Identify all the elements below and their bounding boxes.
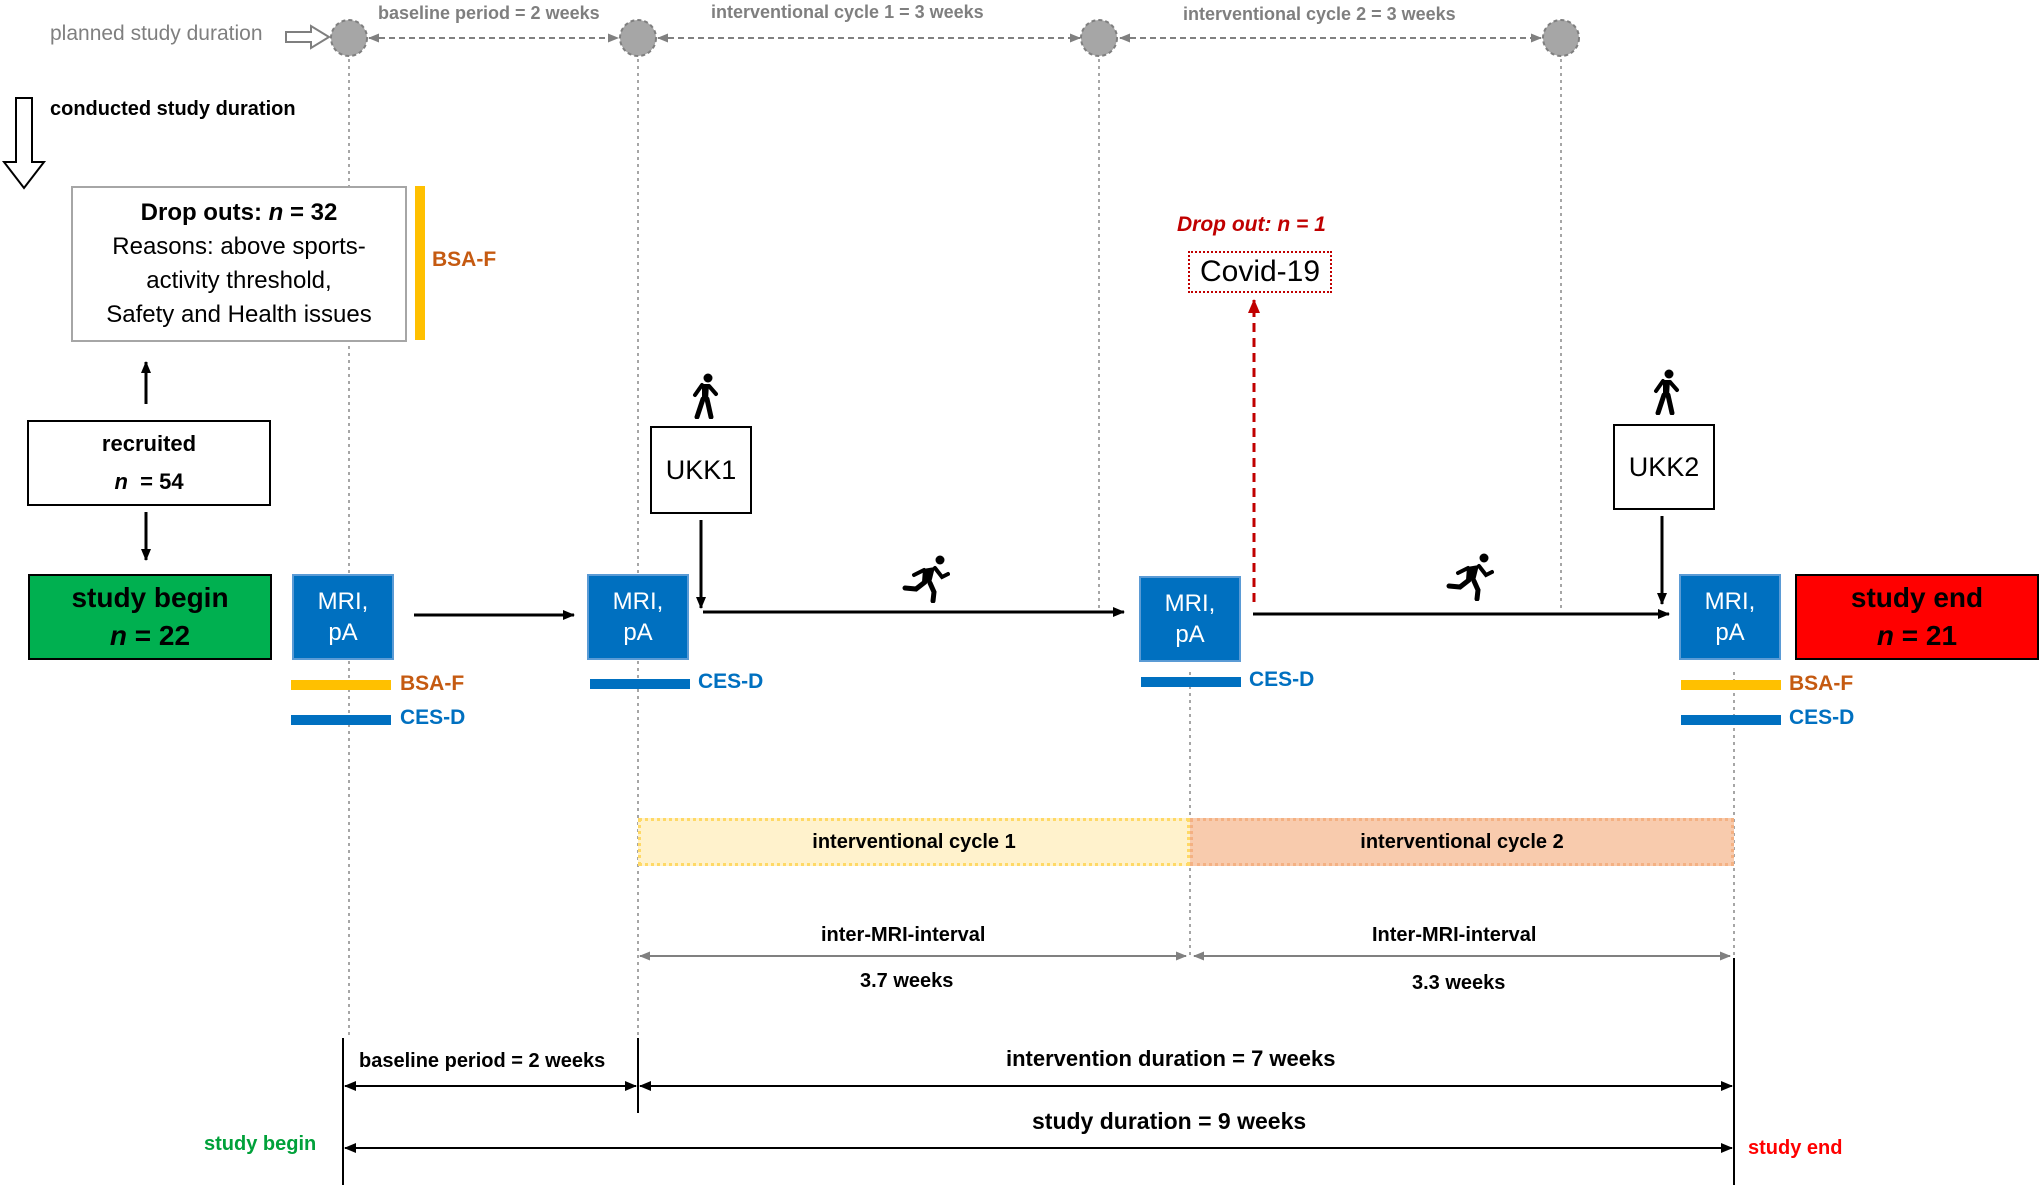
- study-end-box: study end n = 21: [1795, 574, 2039, 660]
- study-begin-label: study begin: [204, 1133, 317, 1155]
- mri-3-line1: MRI,: [1164, 590, 1216, 617]
- running-person-icon: [902, 555, 950, 603]
- cycle2-label: interventional cycle 2: [1360, 830, 1564, 853]
- dropouts-bsa-bar: [415, 186, 425, 340]
- ukk1-box: UKK1: [650, 426, 752, 514]
- duration-lines: [342, 958, 1735, 1185]
- bsa-bar-4: [1681, 680, 1781, 690]
- dropouts-reason-3: Safety and Health issues: [106, 301, 372, 328]
- mri-4-line1: MRI,: [1704, 588, 1756, 615]
- study-begin-n-value: = 22: [134, 620, 191, 651]
- guide-lines: [348, 52, 1735, 1038]
- interval1-value: 3.7 weeks: [860, 970, 954, 992]
- intervention-duration-label: intervention duration = 7 weeks: [1006, 1046, 1336, 1071]
- dropouts-reason-2: activity threshold,: [146, 267, 332, 294]
- ces-label-1: CES-D: [400, 706, 466, 729]
- ces-bar-3: [1141, 677, 1241, 687]
- covid-dropout-label: Drop out: n = 1: [1177, 213, 1326, 237]
- mri-2-line1: MRI,: [612, 588, 664, 615]
- study-end-n-var: n: [1876, 620, 1895, 651]
- interval2-value: 3.3 weeks: [1412, 972, 1506, 994]
- recruited-title: recruited: [101, 431, 197, 456]
- ukk2-label: UKK2: [1628, 451, 1700, 482]
- ces-label-3: CES-D: [1249, 668, 1315, 691]
- bsa-label-1: BSA-F: [400, 672, 465, 695]
- dropouts-n-var: n: [268, 199, 284, 226]
- recruited-box: recruited n = 54: [27, 420, 271, 506]
- study-begin-title: study begin: [71, 582, 229, 613]
- covid-dropout-title: Drop out:: [1177, 213, 1272, 236]
- baseline-duration-label: baseline period = 2 weeks: [359, 1050, 606, 1072]
- mri-4-line2: pA: [1715, 619, 1745, 646]
- bsa-bar-1: [291, 680, 391, 690]
- dropouts-title-line: Drop outs: n = 32: [141, 196, 338, 230]
- ukk2-box: UKK2: [1613, 424, 1715, 510]
- conducted-down-arrow: [1, 97, 47, 190]
- planned-duration-label: planned study duration: [50, 22, 263, 45]
- mri-box-1: MRI, pA: [292, 574, 394, 660]
- study-begin-n-line: n = 22: [110, 617, 190, 655]
- dropouts-bsa-label: BSA-F: [432, 248, 497, 271]
- interval2-label: Inter-MRI-interval: [1372, 924, 1537, 946]
- running-person-icon: [1446, 553, 1494, 601]
- recruited-n-value: = 54: [140, 469, 184, 494]
- recruited-n-var: n: [114, 469, 128, 494]
- ces-label-4: CES-D: [1789, 706, 1855, 729]
- conducted-duration-label: conducted study duration: [50, 98, 296, 120]
- ces-bar-1: [291, 715, 391, 725]
- ces-label-2: CES-D: [698, 670, 764, 693]
- flow-arrows: [141, 361, 1670, 620]
- covid-box: Covid-19: [1188, 251, 1332, 293]
- mri-1-line2: pA: [328, 619, 358, 646]
- study-begin-box: study begin n = 22: [28, 574, 272, 660]
- cycle1-bar: interventional cycle 1: [638, 818, 1190, 866]
- study-end-label: study end: [1748, 1137, 1843, 1159]
- covid-reason: Covid-19: [1199, 255, 1321, 288]
- planned-hollow-arrow: [285, 24, 331, 50]
- study-end-n-line: n = 21: [1877, 617, 1957, 655]
- study-end-title: study end: [1850, 582, 1984, 613]
- mri-box-2: MRI, pA: [587, 574, 689, 660]
- mri-3-line2: pA: [1175, 621, 1205, 648]
- dropouts-title: Drop outs:: [140, 199, 262, 226]
- covid-dropout-n-var: n: [1277, 213, 1291, 236]
- recruited-n-line: n = 54: [114, 463, 183, 501]
- bsa-label-4: BSA-F: [1789, 672, 1854, 695]
- ukk1-label: UKK1: [665, 454, 737, 485]
- study-begin-n-var: n: [109, 620, 128, 651]
- mri-box-4: MRI, pA: [1679, 574, 1781, 660]
- mri-box-3: MRI, pA: [1139, 576, 1241, 662]
- planned-cycle1-label: interventional cycle 1 = 3 weeks: [711, 2, 984, 22]
- planned-baseline-label: baseline period = 2 weeks: [378, 3, 600, 23]
- dropouts-reason-1: Reasons: above sports-: [112, 233, 366, 260]
- planned-cycle2-label: interventional cycle 2 = 3 weeks: [1183, 4, 1456, 24]
- study-duration-label: study duration = 9 weeks: [1032, 1108, 1307, 1134]
- ces-bar-4: [1681, 715, 1781, 725]
- interval1-label: inter-MRI-interval: [821, 924, 986, 946]
- mri-2-line2: pA: [623, 619, 653, 646]
- cycle1-label: interventional cycle 1: [812, 830, 1016, 853]
- walking-person-icon: [1654, 369, 1679, 415]
- covid-dropout-n-value: = 1: [1296, 213, 1326, 236]
- study-end-n-value: = 21: [1901, 620, 1958, 651]
- mri-1-line1: MRI,: [317, 588, 369, 615]
- planned-milestones: [330, 19, 1580, 57]
- dropouts-box: Drop outs: n = 32 Reasons: above sports-…: [71, 186, 407, 342]
- cycle2-bar: interventional cycle 2: [1190, 818, 1734, 866]
- dropouts-n-value: = 32: [289, 199, 338, 226]
- ces-bar-2: [590, 679, 690, 689]
- walking-person-icon: [693, 373, 718, 419]
